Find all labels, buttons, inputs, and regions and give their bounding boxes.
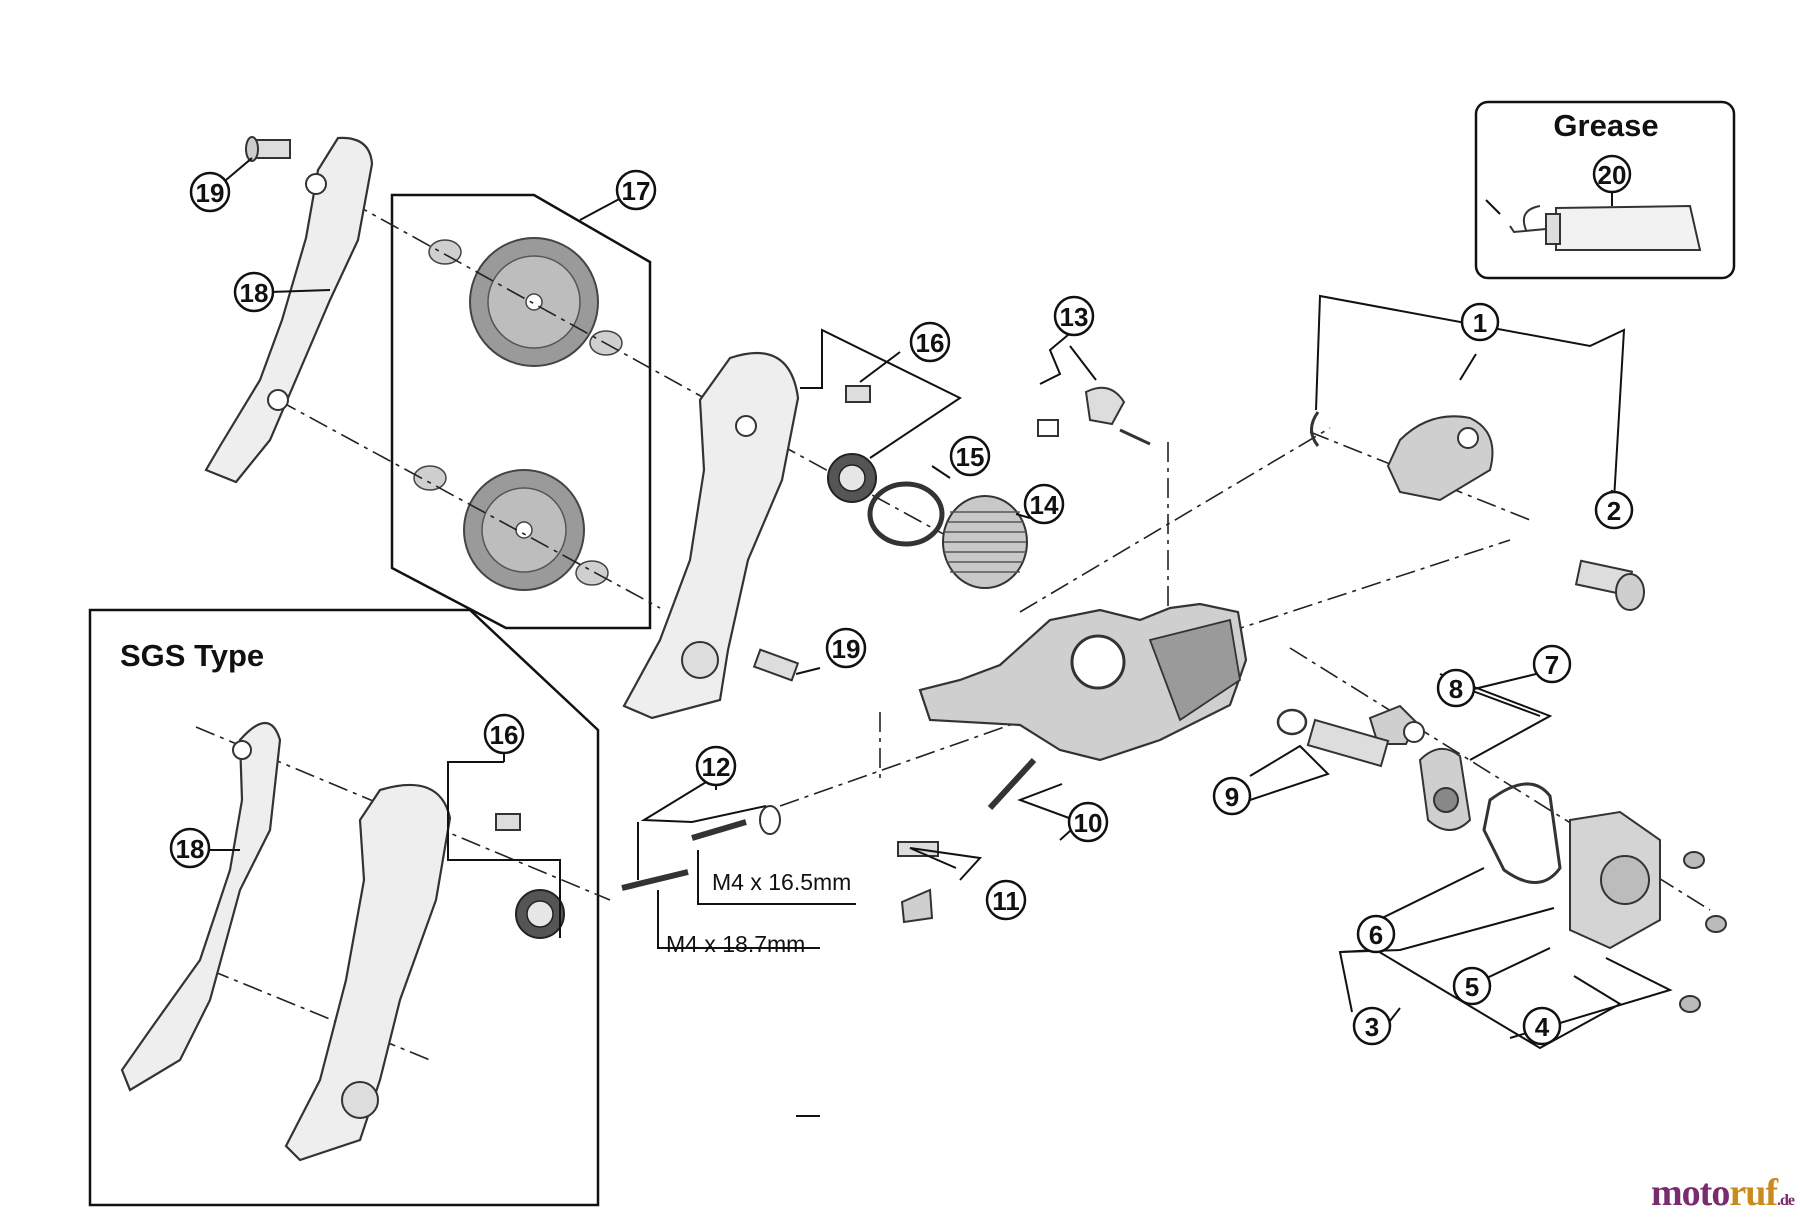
callout-14: 14 — [1023, 483, 1065, 525]
callout-leaders — [210, 157, 1673, 1117]
watermark-logo: motoruf.de — [1651, 1171, 1795, 1215]
adjust-screw-icon — [621, 805, 781, 891]
callout-12-label: 12 — [702, 752, 731, 782]
fixing-screw-icon — [1679, 851, 1727, 1013]
callout-17: 17 — [615, 169, 657, 211]
callout-9-label: 9 — [1225, 782, 1239, 812]
callout-16-sgs: 16 — [483, 713, 525, 755]
callout-8-label: 8 — [1449, 674, 1463, 704]
watermark-part-c: .de — [1777, 1192, 1795, 1209]
callout-20: 20 — [1592, 154, 1632, 194]
callout-18-label: 18 — [240, 278, 269, 308]
ring-icon — [867, 481, 945, 547]
callout-2: 2 — [1594, 490, 1634, 530]
plate-pin-icon — [245, 136, 291, 162]
callout-11: 11 — [985, 879, 1027, 921]
washer-icon — [413, 465, 447, 491]
sgs-type-title: SGS Type — [120, 638, 264, 673]
stabilizer-unit-icon — [1418, 748, 1472, 831]
washer-icon — [575, 560, 609, 586]
callout-1: 1 — [1460, 302, 1500, 342]
callout-16-sgs-label: 16 — [490, 720, 519, 750]
adjust-nut-icon — [1368, 704, 1425, 745]
callout-12: 12 — [695, 745, 737, 787]
callout-13-label: 13 — [1060, 302, 1089, 332]
grease-title: Grease — [1553, 108, 1658, 143]
callout-18: 18 — [233, 271, 275, 313]
callout-6: 6 — [1356, 914, 1396, 954]
stopper-pin-icon — [495, 813, 521, 831]
spec-text-18-7mm: M4 x 18.7mm — [666, 931, 805, 957]
callout-9: 9 — [1212, 776, 1252, 816]
watermark-part-a: moto — [1651, 1172, 1730, 1214]
callout-7: 7 — [1532, 644, 1572, 684]
callout-10: 10 — [1067, 801, 1109, 843]
stroke-adjust-screw-icon — [987, 757, 1037, 811]
callout-17-label: 17 — [622, 176, 651, 206]
spring-icon — [942, 495, 1028, 589]
sgs-outer-cage-plate — [284, 783, 452, 1162]
callout-16-label: 16 — [916, 328, 945, 358]
end-adjust-bolt-icon — [897, 841, 939, 924]
stopper-plate-icon — [515, 889, 565, 939]
callout-19-label: 19 — [196, 178, 225, 208]
callout-3-label: 3 — [1365, 1012, 1379, 1042]
callout-4-label: 4 — [1535, 1012, 1550, 1042]
callout-13: 13 — [1053, 295, 1095, 337]
gasket-icon — [1482, 782, 1562, 884]
callout-10-label: 10 — [1074, 808, 1103, 838]
spec-text-16-5mm: M4 x 16.5mm — [712, 869, 851, 895]
lower-pulley-wheel — [463, 469, 585, 591]
sgs-type-box: SGS Type — [88, 608, 600, 1207]
derailleur-body — [918, 602, 1248, 762]
callout-19: 19 — [189, 171, 231, 213]
watermark-part-b: ruf — [1729, 1172, 1778, 1214]
callout-15-label: 15 — [956, 442, 985, 472]
callout-5: 5 — [1452, 966, 1492, 1006]
callout-2-label: 2 — [1607, 496, 1621, 526]
callout-19-mid-label: 19 — [832, 634, 861, 664]
grease-box: Grease — [1474, 100, 1736, 280]
stabilizer-cover-icon — [1569, 810, 1661, 950]
callout-15: 15 — [949, 435, 991, 477]
upper-pulley-wheel — [469, 237, 599, 367]
pulley-box — [390, 193, 652, 630]
grease-tube-icon — [1509, 204, 1702, 251]
axle-unit-icon — [1276, 708, 1390, 768]
outer-cage-plate — [622, 351, 800, 720]
b-tension-unit-icon — [1386, 415, 1494, 502]
callout-5-label: 5 — [1465, 972, 1479, 1002]
callout-19-mid: 19 — [825, 627, 867, 669]
inner-cage-plate — [204, 136, 374, 484]
stopper-plate-icon — [827, 453, 877, 503]
plate-pin-icon — [752, 648, 800, 682]
callout-8: 8 — [1436, 668, 1476, 708]
stopper-pin-icon — [845, 385, 871, 403]
sgs-inner-cage-plate — [120, 722, 282, 1092]
callout-7-label: 7 — [1545, 650, 1559, 680]
callout-18-sgs: 18 — [169, 827, 211, 869]
callout-4: 4 — [1522, 1006, 1562, 1046]
callout-18-sgs-label: 18 — [176, 834, 205, 864]
callout-14-label: 14 — [1030, 490, 1059, 520]
e-ring-icon — [1310, 411, 1320, 447]
axle-bolt-icon — [1574, 559, 1645, 611]
callout-3: 3 — [1352, 1006, 1392, 1046]
callout-6-label: 6 — [1369, 920, 1383, 950]
callout-1-label: 1 — [1473, 308, 1487, 338]
callout-20-label: 20 — [1598, 160, 1627, 190]
callout-11-label: 11 — [992, 886, 1020, 916]
callout-16: 16 — [909, 321, 951, 363]
cable-fixing-icon — [1037, 386, 1151, 446]
